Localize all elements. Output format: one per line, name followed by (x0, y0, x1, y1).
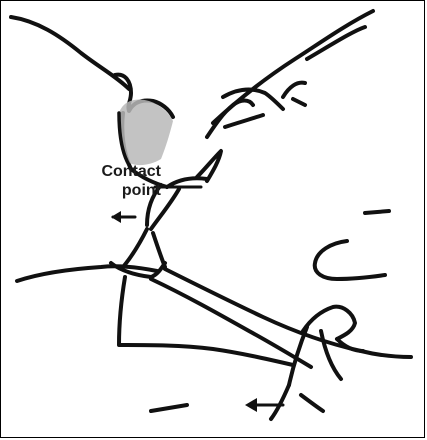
jaw-right-contour (165, 269, 411, 357)
contact-point-label: Contact point (37, 162, 161, 200)
hand-knuckle (337, 339, 363, 351)
face-dash-1 (365, 211, 389, 213)
throat-line (123, 229, 147, 267)
hand-lower (271, 385, 289, 419)
infant-ear (315, 241, 385, 279)
throat-line-right (153, 233, 165, 267)
contact-point-label-line2: point (37, 181, 161, 200)
contact-point-label-line1: Contact (37, 162, 161, 181)
hand-lower-right (301, 395, 323, 411)
face-dash-2 (151, 405, 187, 411)
hand-thumb (303, 307, 355, 339)
infant-eye (283, 83, 305, 105)
breast-top-contour (11, 17, 129, 89)
infant-head-outline (213, 11, 373, 123)
left-arrow-icon (111, 211, 135, 223)
infant-cheek-line (225, 115, 263, 127)
